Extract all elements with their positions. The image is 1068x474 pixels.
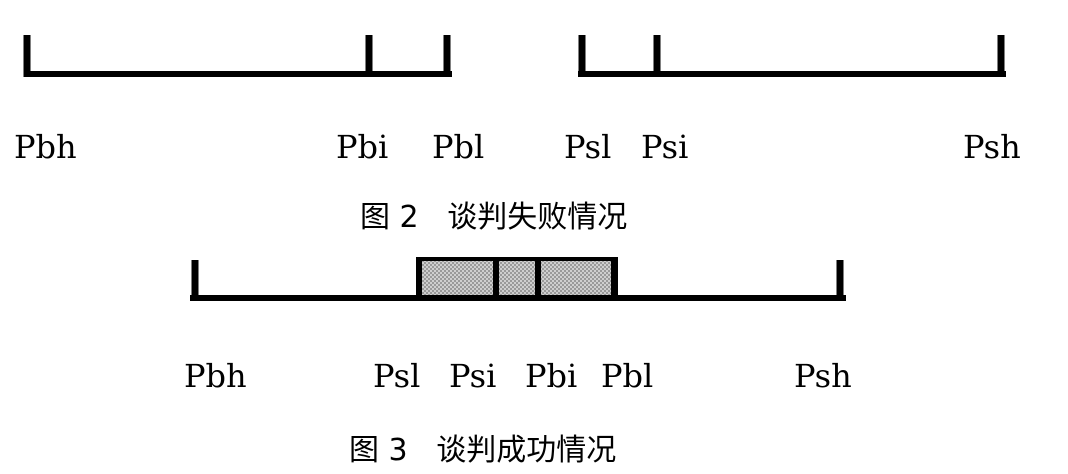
fig3-label-pbi: Pbi <box>525 357 577 395</box>
fig2-label-psi: Psi <box>641 128 688 166</box>
fig2-seller-bracket <box>578 35 1006 77</box>
fig3-overlap-fill <box>418 259 616 297</box>
fig3-label-psl: Psl <box>373 357 420 395</box>
fig3-label-pbl: Pbl <box>601 357 653 395</box>
fig2-buyer-bracket <box>23 35 452 77</box>
fig2-caption: 图 2 谈判失败情况 <box>360 200 627 235</box>
fig2-label-pbi: Pbi <box>336 128 388 166</box>
fig3-label-psh: Psh <box>794 357 852 395</box>
fig2-label-pbl: Pbl <box>432 128 484 166</box>
fig3-label-psi: Psi <box>449 357 496 395</box>
fig3-caption: 图 3 谈判成功情况 <box>349 433 616 468</box>
fig2-label-pbh: Pbh <box>14 128 77 166</box>
fig3-bracket <box>190 259 846 301</box>
fig3-label-pbh: Pbh <box>184 357 247 395</box>
fig3-overlap-region <box>416 257 618 299</box>
fig2-label-psl: Psl <box>564 128 611 166</box>
fig2-label-psh: Psh <box>963 128 1021 166</box>
